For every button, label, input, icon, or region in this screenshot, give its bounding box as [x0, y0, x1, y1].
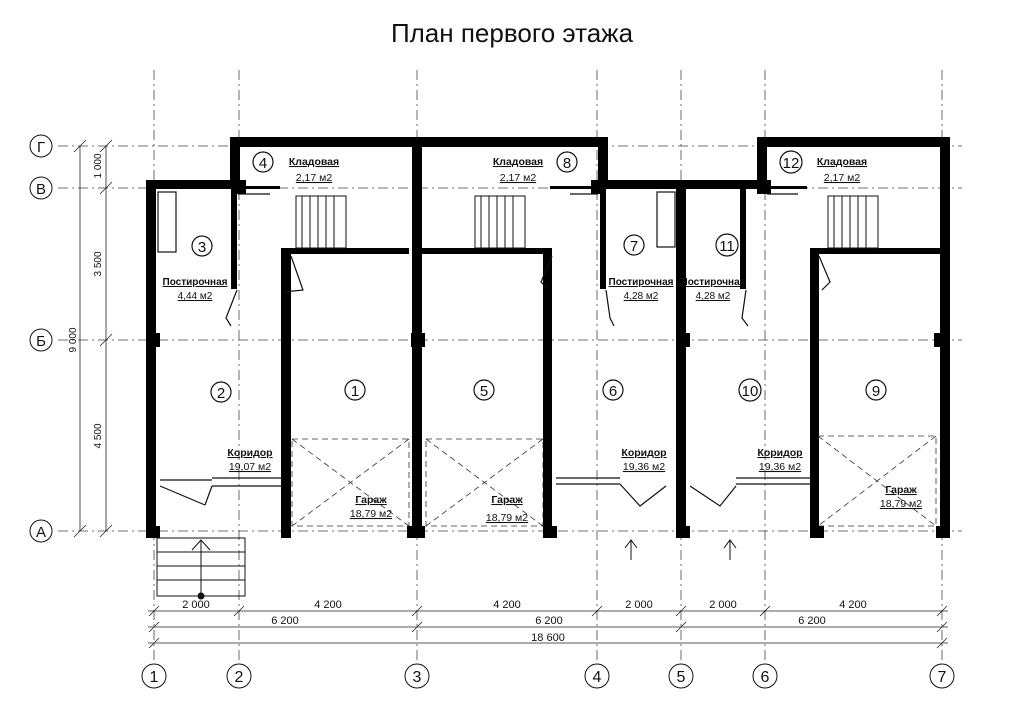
- row-axis-b-label: Б: [36, 333, 46, 350]
- room-10-area: 19,36 м2: [759, 461, 801, 473]
- row-axis-v-label: В: [36, 181, 46, 198]
- dim-h2-3: 6 200: [798, 615, 826, 627]
- dim-vertical-3: 4 500: [93, 423, 104, 448]
- row-axis-g-label: Г: [37, 139, 45, 156]
- horizontal-dimensions: [148, 605, 948, 649]
- room-5-number: 5: [480, 383, 488, 400]
- room-4-area: 2,17 м2: [296, 172, 333, 184]
- row-axis-a: А: [29, 519, 53, 543]
- garage-markings: [291, 435, 937, 527]
- walls: [146, 137, 950, 538]
- column-axis-6-label: 6: [761, 669, 770, 686]
- room-8-name: Кладовая: [493, 156, 543, 168]
- partitions: [157, 191, 810, 487]
- room-1-number: 1: [351, 383, 359, 400]
- room-9-number: 9: [872, 383, 880, 400]
- room-2-name: Коридор: [227, 447, 272, 459]
- garage-2-name: Гараж: [491, 494, 523, 506]
- room-2-area: 19,07 м2: [229, 461, 271, 473]
- room-6-area: 19,36 м2: [623, 461, 665, 473]
- room-3-area: 4,44 м2: [178, 291, 213, 302]
- room-4-number: 4: [259, 155, 267, 172]
- room-8-area: 2,17 м2: [500, 172, 537, 184]
- vertical-dimensions: [73, 139, 113, 538]
- room-7-number: 7: [630, 238, 638, 255]
- room-10-name: Коридор: [757, 447, 802, 459]
- dim-h1-3: 4 200: [493, 599, 521, 611]
- room-12-name: Кладовая: [817, 156, 867, 168]
- entrance-stairs: [156, 537, 246, 600]
- room-3-name: Постирочная: [163, 277, 228, 288]
- dim-h1-5: 2 000: [709, 599, 737, 611]
- room-4-name: Кладовая: [289, 156, 339, 168]
- room-12-number: 12: [783, 155, 800, 172]
- room-12-area: 2,17 м2: [824, 172, 861, 184]
- garage-1-name: Гараж: [355, 494, 387, 506]
- column-axis-5-label: 5: [677, 669, 686, 686]
- stairs: [295, 195, 879, 249]
- dim-h1-1: 2 000: [182, 599, 210, 611]
- room-8-number: 8: [563, 155, 571, 172]
- garage-3-name: Гараж: [885, 484, 917, 496]
- dim-h1-2: 4 200: [314, 599, 342, 611]
- dim-h1-4: 2 000: [625, 599, 653, 611]
- row-axis-a-label: А: [36, 524, 46, 541]
- column-axis-2-label: 2: [235, 669, 244, 686]
- room-11-name: Постирочная: [681, 277, 746, 288]
- garage-1-area: 18,79 м2: [350, 508, 392, 520]
- room-2-number: 2: [217, 385, 225, 402]
- row-axis-b: Б: [29, 328, 53, 352]
- row-axis-g: Г: [29, 134, 53, 158]
- column-axis-7-label: 7: [938, 669, 947, 686]
- dim-vertical-total: 9 000: [68, 327, 79, 352]
- room-3-number: 3: [198, 239, 206, 256]
- room-7-name: Постирочная: [609, 277, 674, 288]
- dim-h2-1: 6 200: [271, 615, 299, 627]
- dim-h2-2: 6 200: [535, 615, 563, 627]
- room-10-number: 10: [742, 383, 759, 400]
- room-6-name: Коридор: [621, 447, 666, 459]
- plan-title: План первого этажа: [390, 18, 634, 48]
- column-axes: 1 2 3 4 5 6 7: [141, 663, 955, 689]
- dim-vertical-1: 1 000: [93, 153, 104, 178]
- dim-vertical-2: 3 500: [93, 251, 104, 276]
- column-axis-3-label: 3: [413, 669, 422, 686]
- entrance-arrows: [624, 539, 737, 560]
- room-11-area: 4,28 м2: [696, 291, 731, 302]
- room-labels: Коридор 19,07 м2 Постирочная 4,44 м2 Кла…: [163, 156, 923, 524]
- garage-3-area: 18,79 м2: [880, 498, 922, 510]
- room-6-number: 6: [609, 383, 617, 400]
- room-numbers: 1 2 3 4 5 6 7 8 9 10 11 12: [191, 150, 887, 403]
- dim-h1-6: 4 200: [839, 599, 867, 611]
- room-7-area: 4,28 м2: [624, 291, 659, 302]
- garage-2-area: 18,79 м2: [486, 512, 528, 524]
- dim-total: 18 600: [531, 632, 565, 644]
- room-11-number: 11: [719, 238, 735, 255]
- doors: [159, 193, 831, 507]
- column-axis-4-label: 4: [593, 669, 602, 686]
- column-axis-1-label: 1: [150, 669, 159, 686]
- row-axis-v: В: [29, 176, 53, 200]
